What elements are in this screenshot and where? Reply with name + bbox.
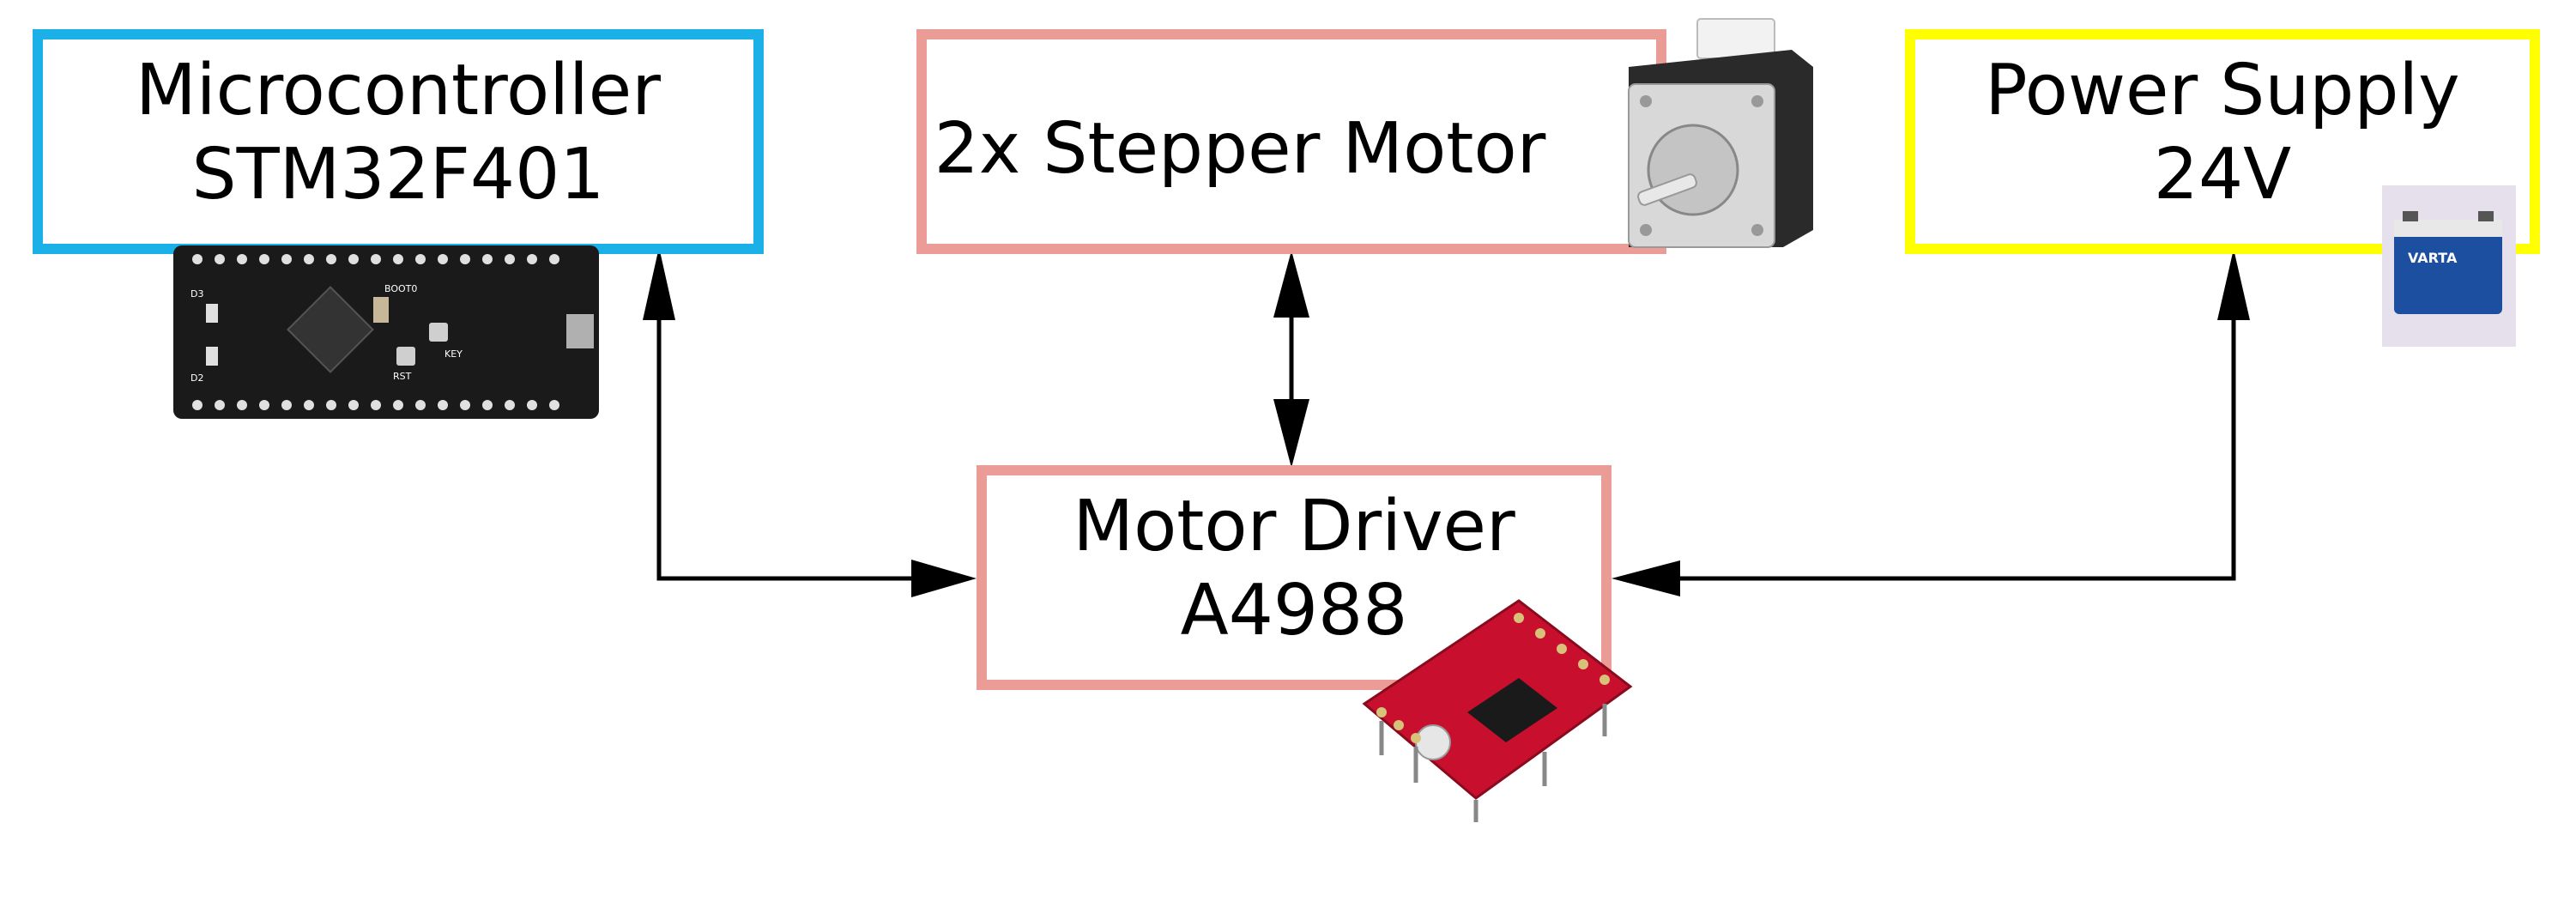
motor-driver-model: A4988 — [1180, 570, 1408, 651]
stepper-motor-title: 2x Stepper Motor — [934, 108, 1546, 190]
battery-brand: VARTA — [2408, 250, 2458, 266]
stepper-motor-box: 2x Stepper Motor — [916, 29, 1666, 254]
stm32-rst-label: RST — [393, 371, 412, 382]
stm32-d3-label: D3 — [190, 288, 203, 300]
stepper-motor-icon — [1628, 18, 1813, 248]
microcontroller-box: Microcontroller STM32F401 — [33, 29, 764, 254]
power-supply-voltage: 24V — [2153, 134, 2292, 215]
power-supply-title: Power Supply — [1985, 50, 2460, 131]
a4988-driver-icon — [1362, 599, 1633, 822]
battery-icon: VARTA — [2382, 185, 2516, 347]
microcontroller-title: Microcontroller — [136, 50, 661, 131]
stm32-boot-label: BOOT0 — [384, 283, 417, 294]
stm32-board-icon: BOOT0 KEY RST D2 D3 — [173, 245, 599, 419]
arrow-microcontroller-driver — [643, 247, 977, 597]
arrow-power-driver — [1612, 249, 2250, 596]
motor-driver-title: Motor Driver — [1073, 486, 1515, 567]
arrow-stepper-driver — [1273, 251, 1309, 468]
microcontroller-model: STM32F401 — [191, 134, 605, 215]
stm32-key-label: KEY — [444, 348, 463, 360]
stm32-d2-label: D2 — [190, 372, 203, 384]
